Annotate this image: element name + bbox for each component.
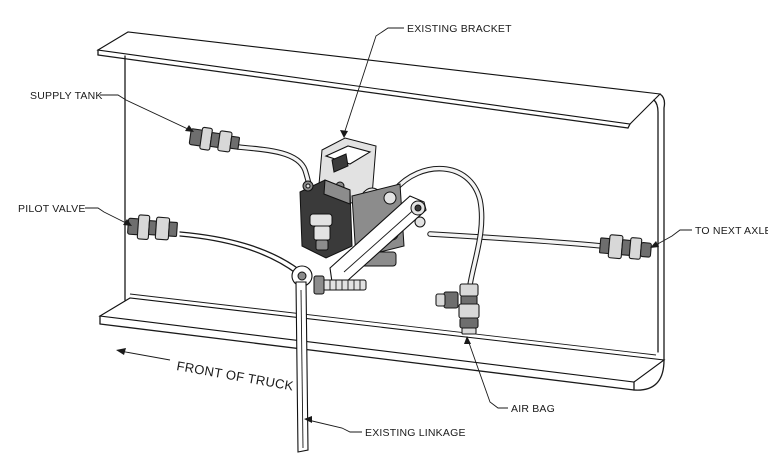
frame-rail <box>96 31 666 391</box>
to-next-axle-hose <box>427 231 605 249</box>
pilot-valve-label: PILOT VALVE <box>18 203 86 215</box>
air-bag-tee-fitting <box>435 283 480 335</box>
leader-lines <box>85 27 692 433</box>
supply-tank-label: SUPPLY TANK <box>30 90 103 102</box>
supply-tank-fitting <box>188 126 241 153</box>
linkage-bolt <box>291 265 367 295</box>
to-next-axle-label: TO NEXT AXLE <box>695 225 768 237</box>
existing-bracket-label: EXISTING BRACKET <box>407 23 512 35</box>
air-bag-label: AIR BAG <box>511 403 555 415</box>
to-next-axle-fitting <box>599 234 652 260</box>
pilot-valve-fitting <box>127 214 178 241</box>
air-bag-hose <box>392 166 485 288</box>
valve-arm <box>329 195 427 283</box>
front-of-truck-label: FRONT OF TRUCK <box>175 358 294 393</box>
existing-linkage-label: EXISTING LINKAGE <box>365 427 466 439</box>
pilot-valve-hose <box>179 231 301 275</box>
existing-linkage-rod <box>295 281 309 453</box>
